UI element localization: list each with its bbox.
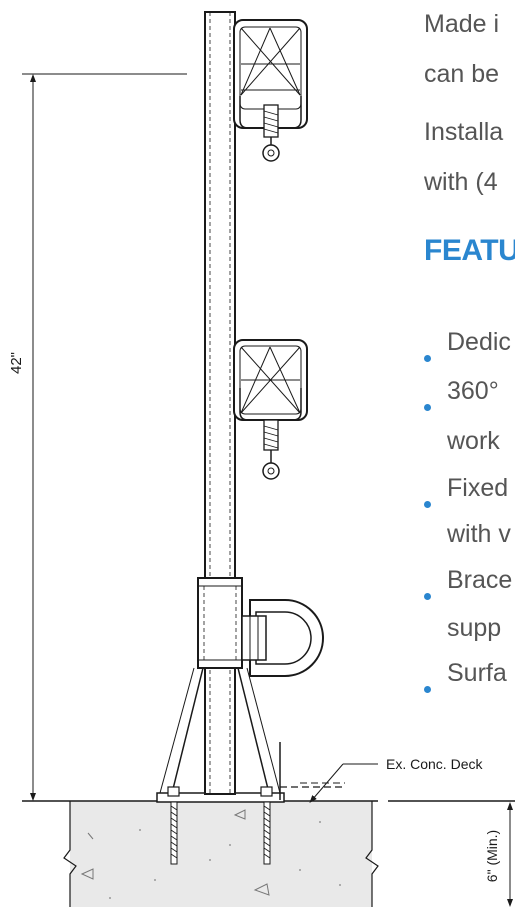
base-plate-assembly	[156, 667, 285, 865]
deck-label: Ex. Conc. Deck	[386, 756, 483, 772]
height-label: 42"	[8, 352, 25, 374]
feature-text: Surfa	[447, 659, 507, 687]
feature-text-continued: supp	[447, 614, 502, 642]
feature-text: Dedic	[447, 328, 511, 356]
sleeve-collar	[197, 577, 243, 669]
feature-text: Brace	[447, 566, 513, 594]
bullet-icon	[424, 355, 431, 362]
deck-leader	[309, 763, 378, 804]
bullet-icon	[424, 686, 431, 693]
intro-line-1: Made i	[424, 10, 500, 38]
edge-bracket	[279, 742, 345, 800]
intro-line-4: with (4	[424, 168, 498, 196]
upper-reflector-clamp	[233, 19, 308, 162]
feature-text-continued: work	[447, 427, 500, 455]
bullet-icon	[424, 404, 431, 411]
depth-label: 6" (Min.)	[484, 830, 500, 882]
height-dimension	[22, 73, 187, 801]
feature-text: 360°	[447, 377, 499, 405]
concrete-deck	[22, 800, 515, 907]
d-ring-anchor	[241, 599, 324, 677]
post	[204, 11, 236, 795]
bullet-icon	[424, 593, 431, 600]
intro-line-2: can be	[424, 60, 500, 88]
feature-text-continued: with v	[447, 520, 511, 548]
feature-text: Fixed	[447, 474, 509, 502]
bullet-icon	[424, 501, 431, 508]
intro-line-3: Installa	[424, 118, 504, 146]
features-heading: FEATU	[424, 234, 515, 267]
lower-reflector-clamp	[233, 339, 308, 480]
